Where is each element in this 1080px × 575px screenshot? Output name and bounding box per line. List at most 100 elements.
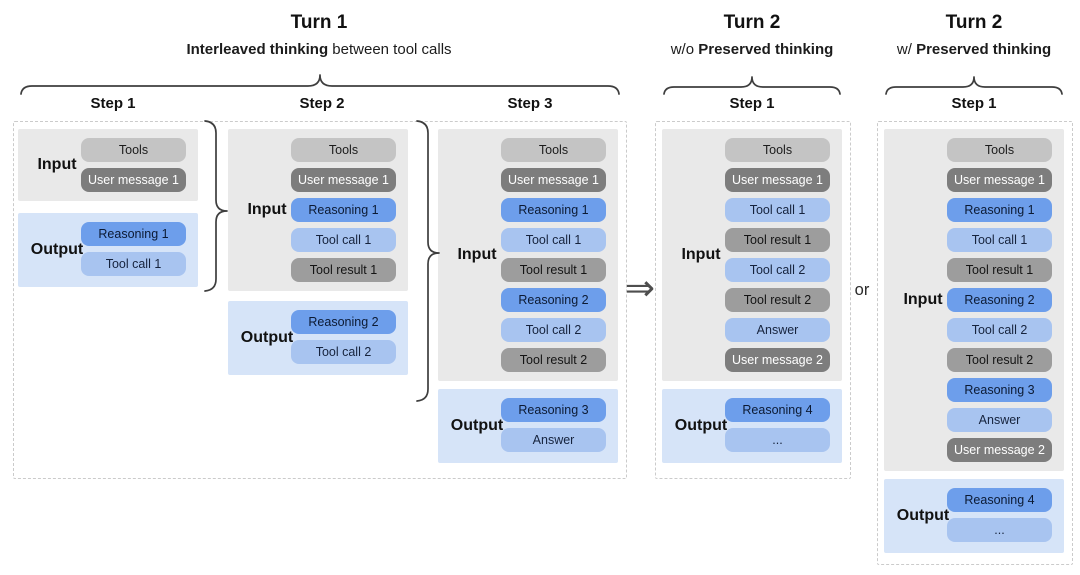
- pill-user-message-1: User message 1: [501, 168, 606, 192]
- turn1-step2-output-box: Output Reasoning 2 Tool call 2: [228, 301, 408, 375]
- output-label: Output: [240, 329, 294, 346]
- output-label: Output: [450, 417, 504, 434]
- pill-answer: Answer: [947, 408, 1052, 432]
- step2-to-step3-brace-icon: [416, 120, 440, 402]
- turn2-with-step1-output-pills: Reasoning 4...: [947, 488, 1052, 542]
- pill-user-message-2: User message 2: [947, 438, 1052, 462]
- pill-reasoning-3: Reasoning 3: [501, 398, 606, 422]
- pill-tool-result-1: Tool result 1: [291, 258, 396, 282]
- pill-tool-call-2: Tool call 2: [725, 258, 830, 282]
- pill-tools: Tools: [725, 138, 830, 162]
- pill-ellipsis: ...: [725, 428, 830, 452]
- pill-user-message-1: User message 1: [291, 168, 396, 192]
- step-label-turn2-with-step1: Step 1: [951, 95, 997, 112]
- pill-tool-result-1: Tool result 1: [947, 258, 1052, 282]
- pill-user-message-2: User message 2: [725, 348, 830, 372]
- pill-tools: Tools: [947, 138, 1052, 162]
- turn1-subtitle: Interleaved thinking between tool calls: [13, 41, 625, 58]
- pill-tool-call-2: Tool call 2: [947, 318, 1052, 342]
- output-label: Output: [896, 507, 950, 524]
- turn2-with-subtitle-bold: Preserved thinking: [916, 41, 1052, 58]
- turn1-subtitle-post: between tool calls: [328, 41, 452, 58]
- pill-tool-call-2: Tool call 2: [501, 318, 606, 342]
- turn1-step1-output-box: Output Reasoning 1 Tool call 1: [18, 213, 198, 287]
- turn2-without-span-brace-icon: [663, 76, 841, 95]
- pill-tool-result-2: Tool result 2: [725, 288, 830, 312]
- pill-user-message-1: User message 1: [725, 168, 830, 192]
- turn1-step3-output-box: Output Reasoning 3 Answer: [438, 389, 618, 463]
- pill-tool-result-1: Tool result 1: [501, 258, 606, 282]
- turn1-header: Turn 1 Interleaved thinking between tool…: [13, 12, 625, 58]
- turn1-step1-output-pills: Reasoning 1 Tool call 1: [81, 222, 186, 276]
- pill-reasoning-1: Reasoning 1: [81, 222, 186, 246]
- turn2-without-subtitle-bold: Preserved thinking: [698, 41, 834, 58]
- pill-ellipsis: ...: [947, 518, 1052, 542]
- turn2-without-step1-output-box: Output Reasoning 4...: [662, 389, 842, 463]
- pill-tool-call-1: Tool call 1: [291, 228, 396, 252]
- step-label-turn1-step3: Step 3: [507, 95, 553, 112]
- turn2-with-title: Turn 2: [945, 12, 1003, 33]
- turn2-without-subtitle-pre: w/o: [670, 41, 699, 58]
- pill-tool-call-1: Tool call 1: [947, 228, 1052, 252]
- pill-reasoning-1: Reasoning 1: [291, 198, 396, 222]
- turn2-with-subtitle-pre: w/: [896, 41, 917, 58]
- turn1-step2-output-pills: Reasoning 2 Tool call 2: [291, 310, 396, 364]
- pill-reasoning-3: Reasoning 3: [947, 378, 1052, 402]
- input-label: Input: [903, 291, 943, 308]
- pill-tools: Tools: [81, 138, 186, 162]
- output-label: Output: [30, 241, 84, 258]
- turn1-subtitle-bold: Interleaved thinking: [186, 41, 329, 58]
- step-label-turn1-step2: Step 2: [299, 95, 345, 112]
- pill-tool-result-1: Tool result 1: [725, 228, 830, 252]
- pill-answer: Answer: [501, 428, 606, 452]
- turn1-span-brace-icon: [20, 74, 620, 95]
- input-label: Input: [37, 156, 77, 173]
- pill-tool-call-1: Tool call 1: [501, 228, 606, 252]
- pill-tools: Tools: [501, 138, 606, 162]
- pill-tool-result-2: Tool result 2: [947, 348, 1052, 372]
- turn2-with-header: Turn 2 w/ Preserved thinking: [870, 12, 1078, 58]
- step1-to-step2-brace-icon: [204, 120, 228, 292]
- pill-reasoning-2: Reasoning 2: [291, 310, 396, 334]
- output-label: Output: [674, 417, 728, 434]
- pill-answer: Answer: [725, 318, 830, 342]
- turn2-without-header: Turn 2 w/o Preserved thinking: [648, 12, 856, 58]
- pill-reasoning-2: Reasoning 2: [501, 288, 606, 312]
- turn1-step3-output-pills: Reasoning 3 Answer: [501, 398, 606, 452]
- pill-reasoning-4: Reasoning 4: [725, 398, 830, 422]
- turn2-without-step1-output-pills: Reasoning 4...: [725, 398, 830, 452]
- step-label-turn1-step1: Step 1: [90, 95, 136, 112]
- pill-reasoning-2: Reasoning 2: [947, 288, 1052, 312]
- step-label-turn2-without-step1: Step 1: [729, 95, 775, 112]
- turn2-with-subtitle: w/ Preserved thinking: [870, 41, 1078, 58]
- pill-reasoning-1: Reasoning 1: [501, 198, 606, 222]
- input-label: Input: [681, 246, 721, 263]
- input-label: Input: [247, 201, 287, 218]
- turn2-without-title: Turn 2: [723, 12, 781, 33]
- pill-tool-call-1: Tool call 1: [725, 198, 830, 222]
- pill-tool-result-2: Tool result 2: [501, 348, 606, 372]
- turn2-with-step1-output-box: Output Reasoning 4...: [884, 479, 1064, 553]
- pill-tool-call-2: Tool call 2: [291, 340, 396, 364]
- pill-tool-call-1: Tool call 1: [81, 252, 186, 276]
- pill-reasoning-4: Reasoning 4: [947, 488, 1052, 512]
- pill-user-message-1: User message 1: [81, 168, 186, 192]
- turn2-without-subtitle: w/o Preserved thinking: [648, 41, 856, 58]
- pill-tools: Tools: [291, 138, 396, 162]
- turn2-with-span-brace-icon: [885, 76, 1063, 95]
- or-label: or: [854, 281, 870, 299]
- pill-user-message-1: User message 1: [947, 168, 1052, 192]
- implies-arrow-icon: ⇒: [624, 268, 656, 309]
- turn1-title: Turn 1: [290, 12, 348, 33]
